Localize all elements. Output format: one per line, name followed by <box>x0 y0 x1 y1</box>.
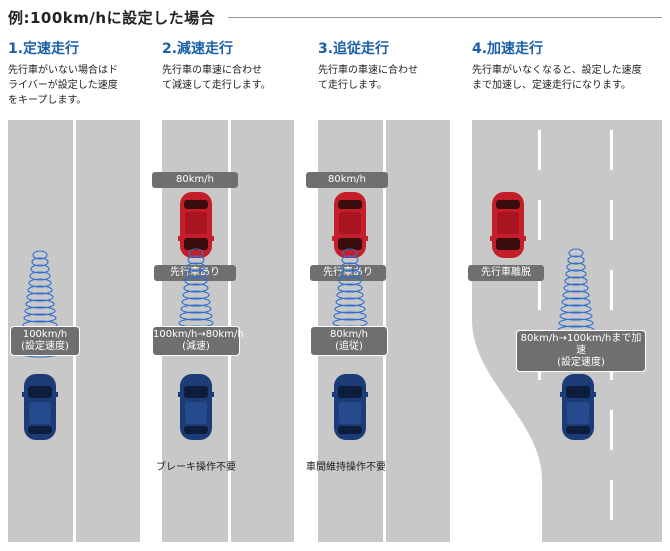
front-speed-tag-3: 80km/h <box>306 172 388 188</box>
step-3-desc: 先行車の車速に合わせ て走行します。 <box>318 65 418 91</box>
own-car-3-icon <box>332 374 368 440</box>
step-4-desc: 先行車がいなくなると、設定した速度 まで加速し、定速走行になります。 <box>472 65 642 91</box>
own-car-4-icon <box>560 374 596 440</box>
page-title: 例:100km/hに設定した場合 <box>8 9 216 27</box>
own-car-1-icon <box>22 374 58 440</box>
speed-box-3: 80km/h (追従) <box>310 326 388 356</box>
speed-box-4: 80km/h→100km/hまで加速 (設定速度) <box>516 330 646 372</box>
step-2-desc: 先行車の車速に合わせ て減速して走行します。 <box>162 65 271 91</box>
front-car-tag-2: 先行車あり <box>154 265 236 281</box>
step-4-title: 4.加速走行 <box>472 41 544 57</box>
own-car-2-icon <box>178 374 214 440</box>
note-2: ブレーキ操作不要 <box>156 462 236 473</box>
speed-box-2: 100km/h→80km/h (減速) <box>152 326 244 356</box>
leaving-car-4-icon <box>490 192 526 258</box>
step-1-desc: 先行車がいない場合はド ライバーが設定した速度 をキープします。 <box>8 65 118 106</box>
step-3-title: 3.追従走行 <box>318 41 390 57</box>
leaving-car-tag-4: 先行車離脱 <box>468 265 544 281</box>
step-2-title: 2.減速走行 <box>162 41 234 57</box>
speed-box-1: 100km/h (設定速度) <box>10 326 80 356</box>
title-rule <box>228 17 662 18</box>
step-1-title: 1.定速走行 <box>8 41 80 57</box>
front-speed-tag-2: 80km/h <box>152 172 238 188</box>
note-3: 車間維持操作不要 <box>306 462 386 473</box>
front-car-tag-3: 先行車あり <box>310 265 386 281</box>
